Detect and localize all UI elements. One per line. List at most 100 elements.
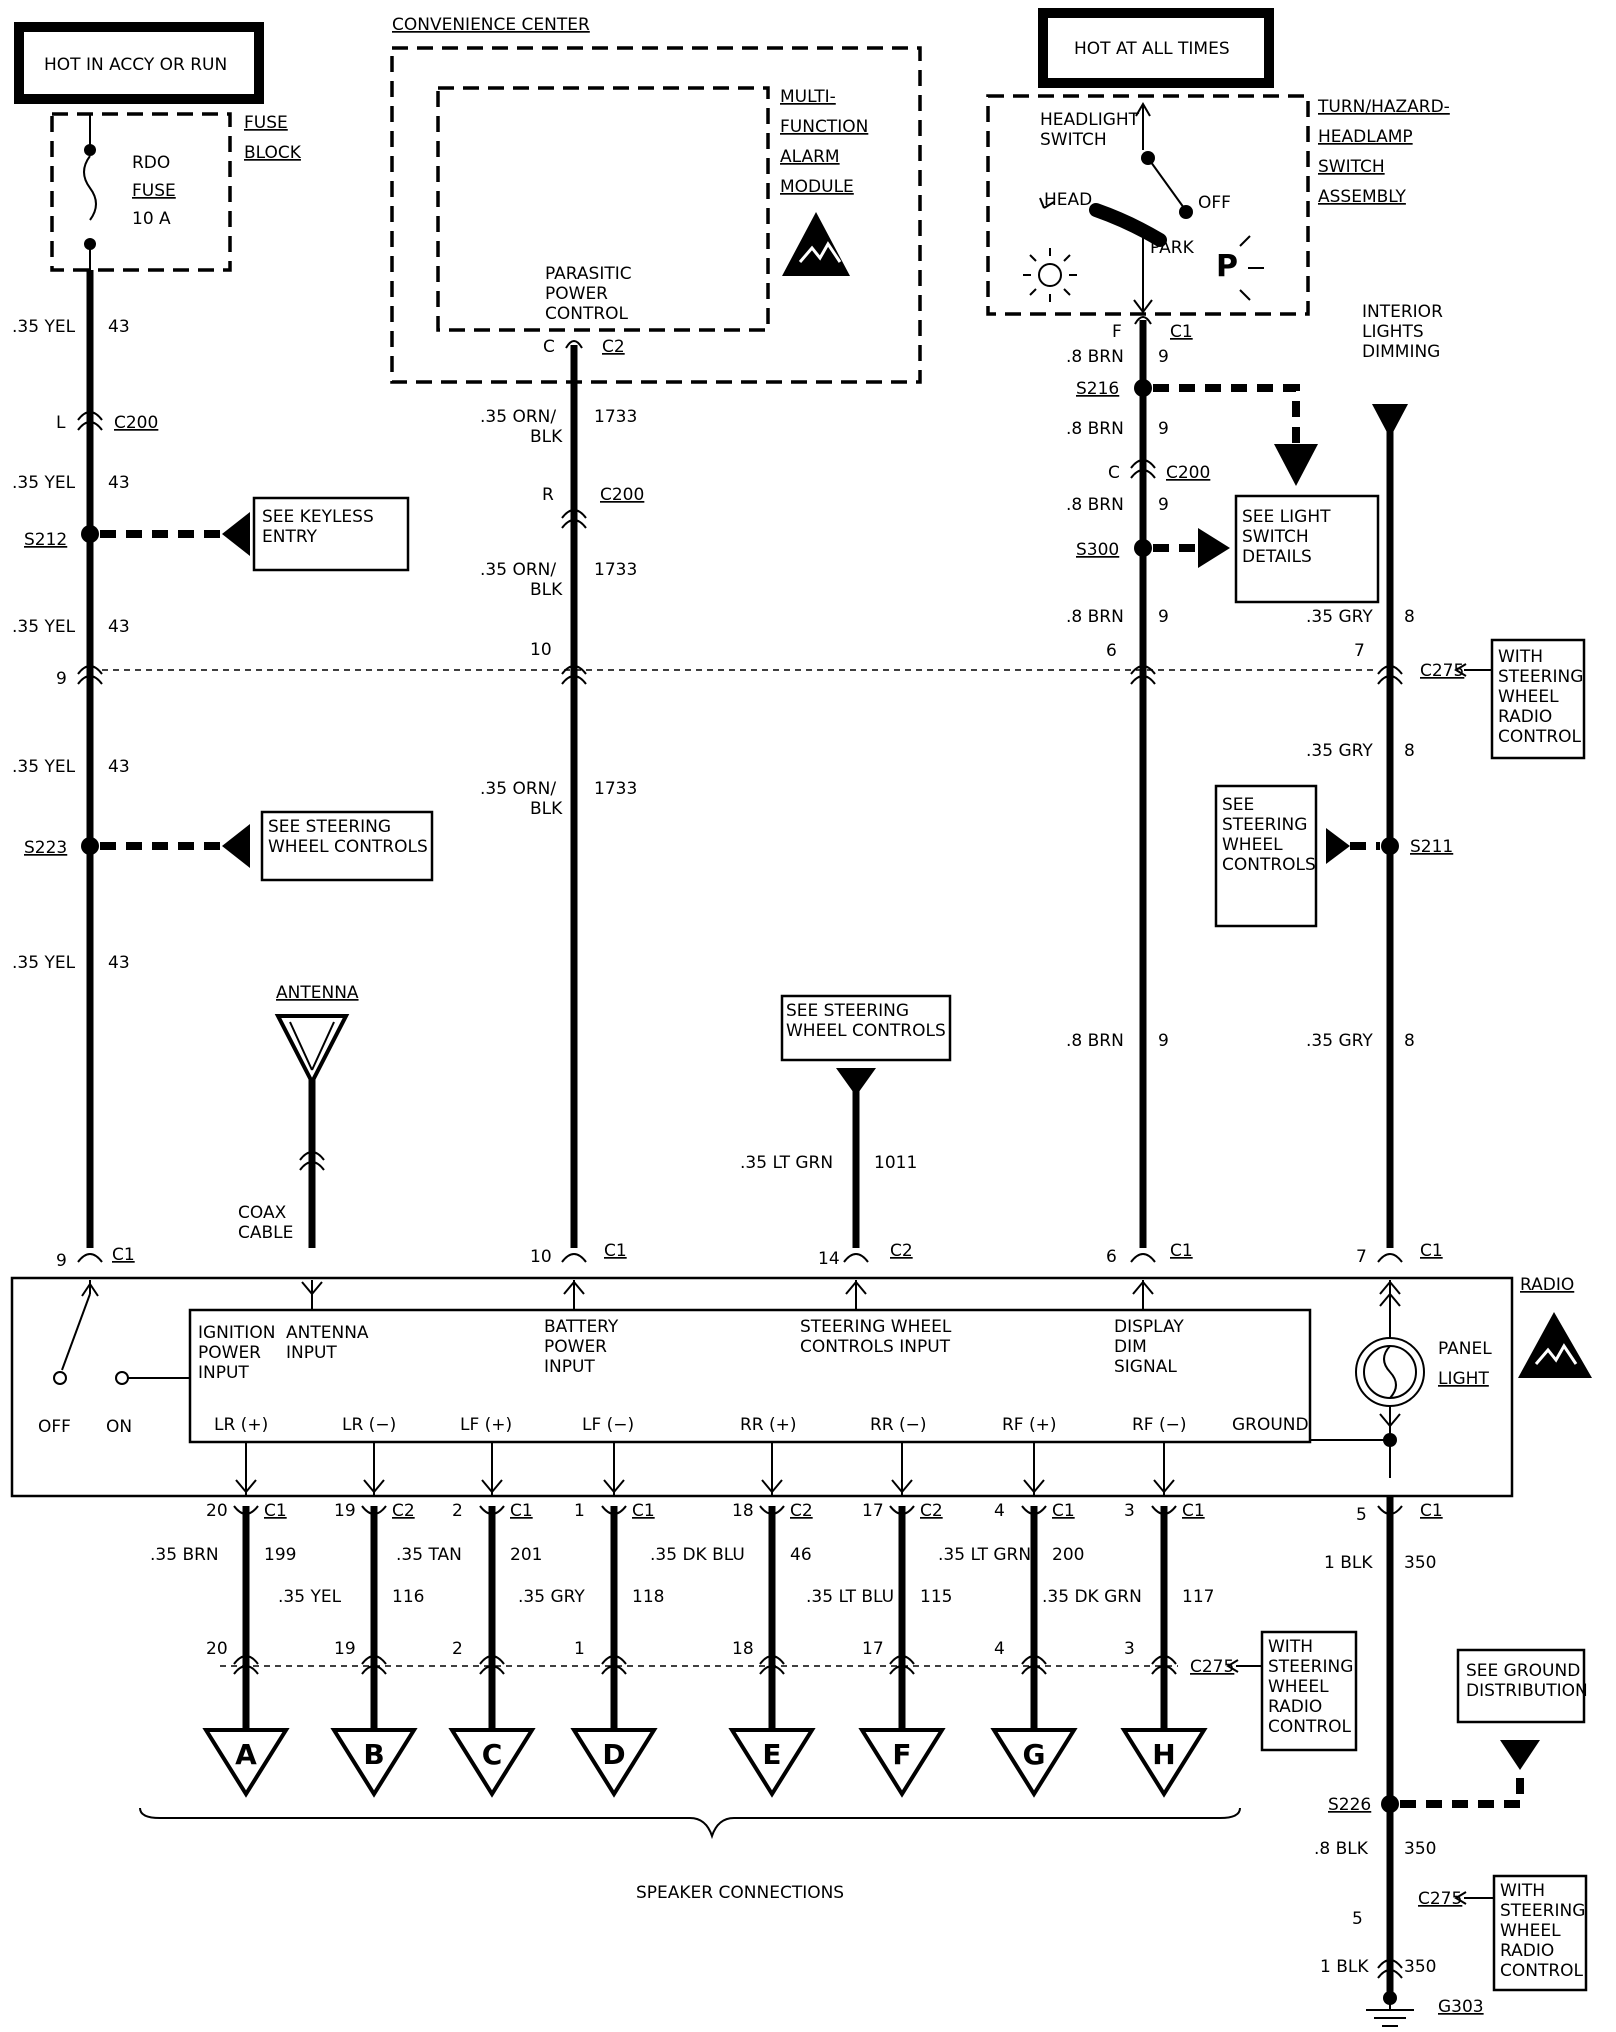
with-swrc-top-1: WITH [1498,647,1543,667]
see-steering-wheel-controls-right: SEE STEERING WHEEL CONTROLS [1214,784,1380,928]
radio-c1-panel: C1 [1420,1241,1443,1261]
fuse-icon [83,155,97,221]
speaker-c275-pin: 1 [574,1639,585,1659]
wire-8-color-3: .35 GRY [1306,1031,1373,1051]
wire-43-color-3: .35 YEL [12,617,76,637]
batt-label-3: INPUT [544,1357,595,1377]
speaker-connector-letter: D [602,1738,625,1771]
speaker-output-label: RR (−) [870,1415,927,1435]
speaker-wire-color: .35 DK BLU [650,1545,745,1565]
parking-lamp-letter: P [1216,249,1238,284]
ground-wire: 5 C1 1 BLK 350 SEE GROUND DISTRIBUTION S… [1314,1501,1588,2027]
fuse-rating: 10 A [132,209,171,229]
headlight-switch-label-1: HEADLIGHT [1040,110,1140,130]
with-swrc-gnd-1: WITH [1500,1881,1545,1901]
sun-icon [1023,248,1077,302]
headlamp-switch-assembly: HEADLIGHT SWITCH OFF HEAD PARK P TURN/HA… [986,94,1450,342]
dim-label-2: DIM [1114,1337,1147,1357]
see-swc-mid-text-2: WHEEL CONTROLS [786,1021,946,1041]
radio-pin-7: 7 [1356,1247,1367,1267]
speaker-radio-conn: C1 [632,1501,655,1521]
turn-label-3: SWITCH [1318,157,1385,177]
panel-label-1: PANEL [1438,1339,1492,1359]
hot-in-accy-text: HOT IN ACCY OR RUN [44,55,227,75]
fuse-block-label-1: FUSE [244,113,288,133]
speaker-radio-conn: C2 [392,1501,415,1521]
wires [86,270,1394,1995]
s216-branch [1153,384,1318,486]
mfam-label-2: FUNCTION [780,117,868,137]
wire-43-color-4: .35 YEL [12,757,76,777]
int-dim-text-1: INTERIOR [1362,302,1443,322]
see-steering-wheel-controls-mid: SEE STEERING WHEEL CONTROLS .35 LT GRN 1… [740,994,952,1269]
speaker-radio-pin: 3 [1124,1501,1135,1521]
speaker-radio-conn: C1 [1052,1501,1075,1521]
see-keyless-entry: SEE KEYLESS ENTRY [100,496,410,572]
ign-label-1: IGNITION [198,1323,275,1343]
radio-pin-14: 14 [818,1249,840,1269]
switch-off-label: OFF [1198,193,1231,213]
with-swrc-top-5: CONTROL [1498,727,1582,747]
wire-9-circuit-2: 9 [1158,419,1169,439]
speaker-wire-color: .35 BRN [150,1545,219,1565]
c275-pin-10: 10 [530,640,552,660]
radio-unit: RADIO OFF ON IGNITION POWER INPUT ANTENN… [10,1275,1592,1498]
wire-8-circuit-2: 8 [1404,741,1415,761]
esd-warning-icon-1 [782,212,850,276]
wire-8-color-1: .35 GRY [1306,607,1373,627]
antenna-icon [274,1014,350,1087]
fuse-block-label-2: BLOCK [244,143,302,163]
speaker-radio-pin: 2 [452,1501,463,1521]
speaker-connector-letter: H [1152,1738,1175,1771]
dim-label-1: DISPLAY [1114,1317,1184,1337]
s216-label: S216 [1076,379,1119,399]
ant-in-label-1: ANTENNA [286,1323,369,1343]
see-light-text-1: SEE LIGHT [1242,507,1331,527]
coax-label-2: CABLE [238,1223,293,1243]
radio-c1-dim: C1 [1170,1241,1193,1261]
radio-c1-batt: C1 [604,1241,627,1261]
speaker-wire-color: .35 LT GRN [938,1545,1031,1565]
with-swrc-gnd-5: CONTROL [1500,1961,1584,1981]
see-swc-right-text-2: STEERING [1222,815,1307,835]
with-swrc-bot-2: STEERING [1268,1657,1353,1677]
speaker-output-label: RF (−) [1132,1415,1187,1435]
batt-label-2: POWER [544,1337,607,1357]
radio-label: RADIO [1520,1275,1574,1295]
switch-park-label: PARK [1150,238,1195,258]
switch-contact [1089,203,1167,247]
int-dim-text-3: DIMMING [1362,342,1440,362]
c275-label-ground: C275 [1418,1889,1462,1909]
switch-head-label: HEAD [1044,190,1092,210]
with-swrc-bot-4: RADIO [1268,1697,1322,1717]
speaker-connector-triangle [448,1728,536,1798]
headlamp-conn: C1 [1170,322,1193,342]
speaker-c275-pin: 19 [334,1639,356,1659]
wire-43-circuit-3: 43 [108,617,130,637]
s223-label: S223 [24,838,67,858]
ignition-on-label: ON [106,1417,132,1437]
wire-9-color-3: .8 BRN [1066,495,1124,515]
s226-label: S226 [1328,1795,1371,1815]
speaker-wire-color: .35 TAN [396,1545,462,1565]
wire-9-circuit-3: 9 [1158,495,1169,515]
wire-1733-color-3a: .35 ORN/ [480,779,556,799]
speaker-output-label: RR (+) [740,1415,797,1435]
wire-9-circuit-4: 9 [1158,607,1169,627]
with-swrc-top-4: RADIO [1498,707,1552,727]
see-keyless-text-2: ENTRY [262,527,318,547]
wire-350-circuit-3: 350 [1404,1957,1436,1977]
c275-label-bottom: C275 [1190,1657,1234,1677]
c275-pin-9: 9 [56,669,67,689]
with-swrc-bot-1: WITH [1268,1637,1313,1657]
see-light-text-2: SWITCH [1242,527,1309,547]
radio-pin-6: 6 [1106,1247,1117,1267]
speaker-output-label: LF (+) [460,1415,512,1435]
headlight-switch-arm [1147,157,1185,209]
c200-pin-c: C [1108,463,1120,483]
ground-label: GROUND [1232,1415,1309,1435]
speaker-connector-letter: G [1023,1738,1046,1771]
